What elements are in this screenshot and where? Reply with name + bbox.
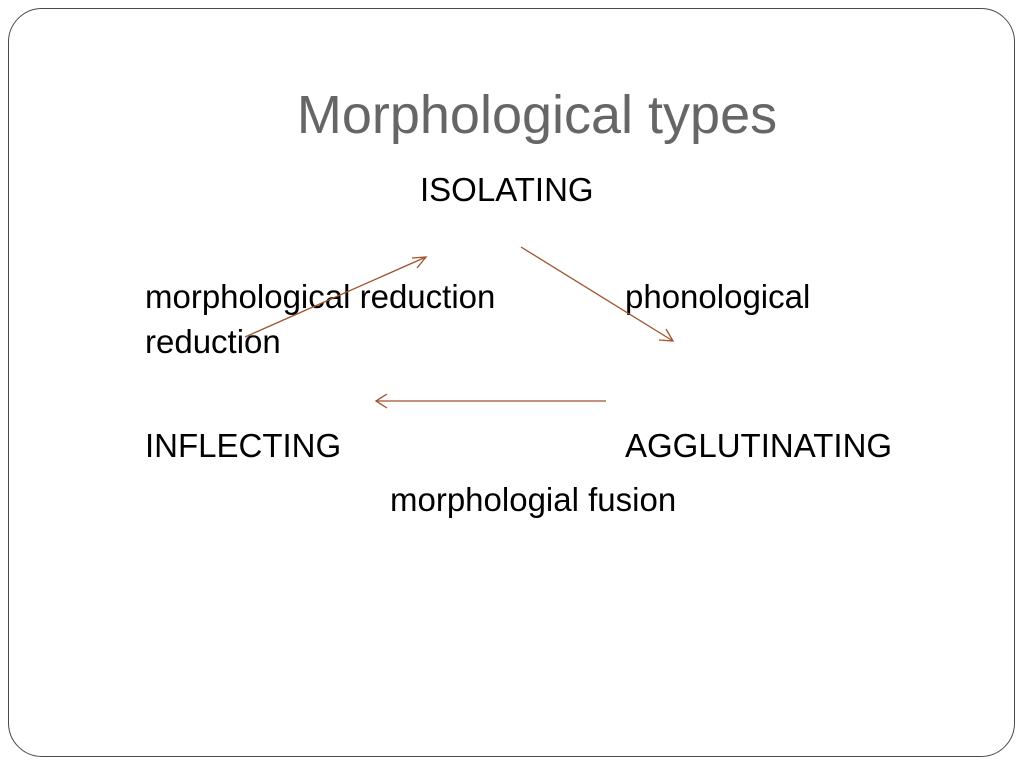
label-phonological-reduction-continued: reduction [145, 323, 281, 360]
node-isolating: ISOLATING [420, 171, 594, 208]
node-inflecting: INFLECTING [145, 427, 342, 464]
label-morphological-fusion: morphologial fusion [390, 481, 677, 518]
node-agglutinating: AGGLUTINATING [625, 427, 893, 464]
slide-border [8, 8, 1015, 757]
label-morphological-reduction: morphological reduction [145, 278, 496, 315]
slide-title: Morphological types [296, 85, 778, 145]
label-phonological-reduction: phonological [625, 278, 811, 315]
